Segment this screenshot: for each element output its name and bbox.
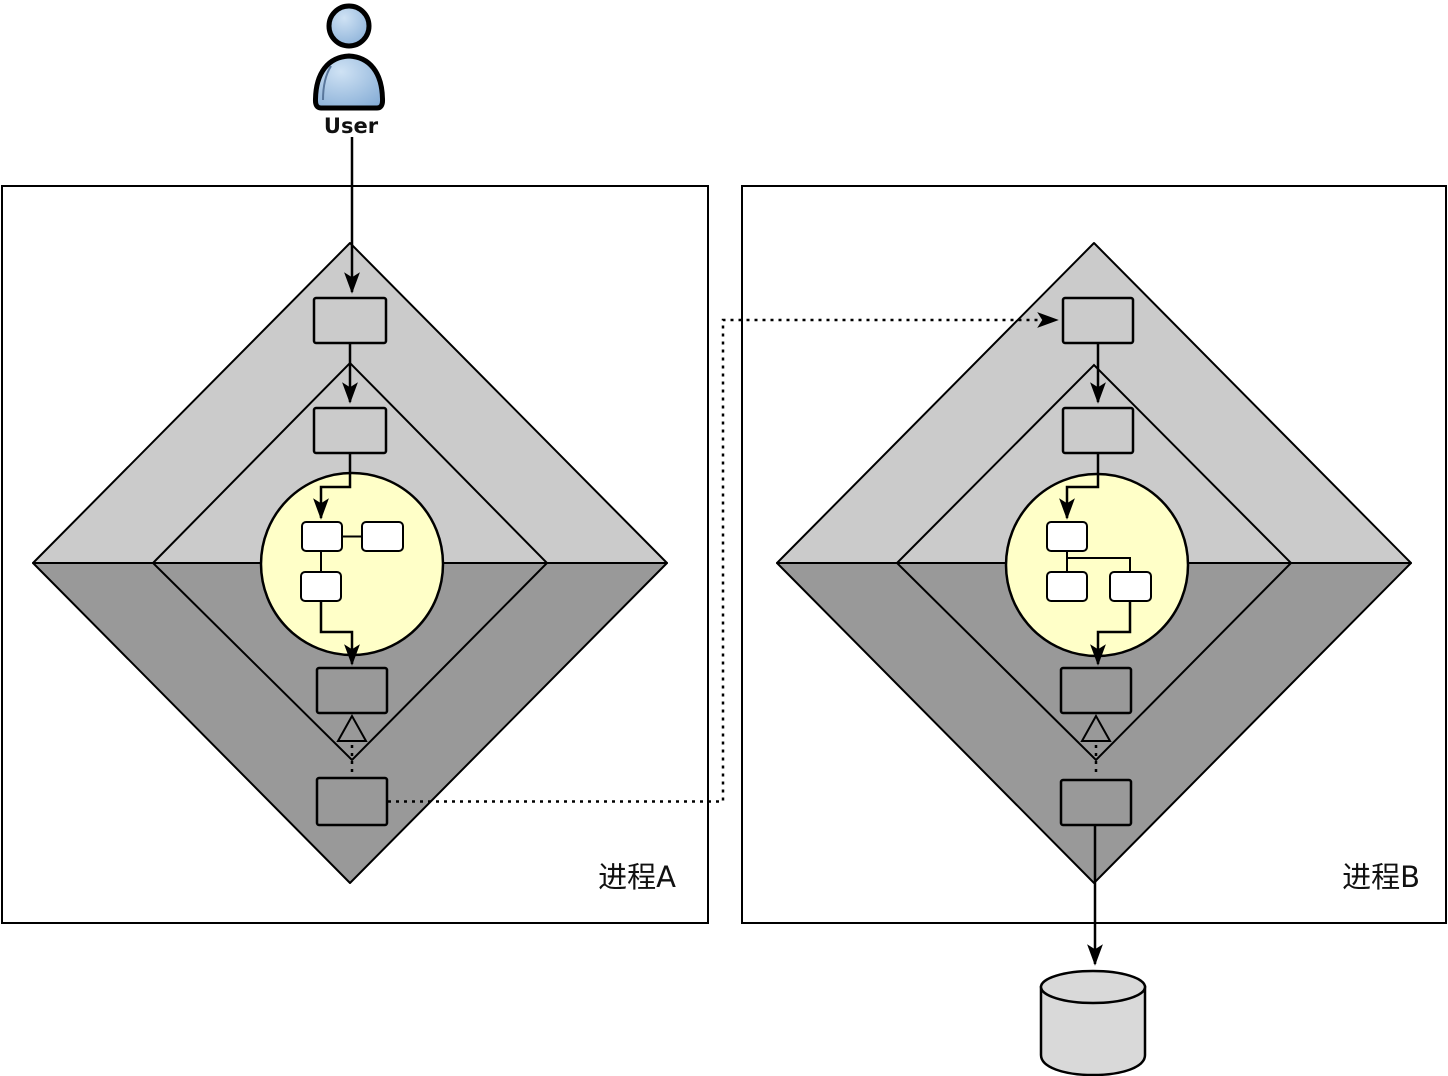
extension-triangle-b-icon bbox=[1080, 713, 1112, 742]
database-cylinder-top bbox=[1039, 969, 1147, 1005]
sub-step-b1 bbox=[1046, 521, 1088, 552]
arrow-a2-to-circle bbox=[313, 454, 352, 520]
step-box-a2 bbox=[312, 406, 388, 455]
step-box-a1 bbox=[312, 296, 388, 345]
sub-step-a1 bbox=[301, 521, 343, 552]
step-box-a4 bbox=[315, 776, 389, 827]
user-label: User bbox=[324, 114, 379, 138]
step-box-b3 bbox=[1059, 666, 1133, 715]
sub-step-b2 bbox=[1046, 571, 1088, 602]
database-cylinder-body bbox=[1039, 985, 1147, 1076]
extension-triangle-a-icon bbox=[336, 713, 368, 742]
link-b-sub1-sub3 bbox=[1067, 557, 1131, 571]
process-a-label: 进程A bbox=[598, 860, 676, 894]
arrow-circle-to-a3 bbox=[319, 601, 360, 666]
inner-diamond-b bbox=[895, 363, 1293, 762]
execution-circle-b bbox=[1004, 472, 1190, 658]
user-icon bbox=[312, 3, 386, 111]
database-cylinder-icon bbox=[1039, 969, 1147, 1076]
user-icon-head bbox=[326, 3, 372, 49]
user-icon-shading bbox=[322, 65, 332, 101]
arrow-b2-to-circle bbox=[1059, 454, 1100, 520]
sub-step-a2 bbox=[361, 521, 404, 552]
sub-step-a3 bbox=[300, 571, 342, 602]
sub-step-b3 bbox=[1109, 571, 1152, 602]
execution-circle-a bbox=[259, 471, 445, 657]
user-icon-body bbox=[312, 53, 386, 111]
process-b-label: 进程B bbox=[1342, 860, 1420, 894]
inner-diamond-a bbox=[151, 361, 549, 762]
step-box-b4 bbox=[1059, 778, 1133, 827]
step-box-b2 bbox=[1061, 406, 1135, 455]
arrow-circle-to-b3 bbox=[1090, 601, 1132, 666]
step-box-b1 bbox=[1061, 296, 1135, 345]
step-box-a3 bbox=[315, 666, 389, 715]
